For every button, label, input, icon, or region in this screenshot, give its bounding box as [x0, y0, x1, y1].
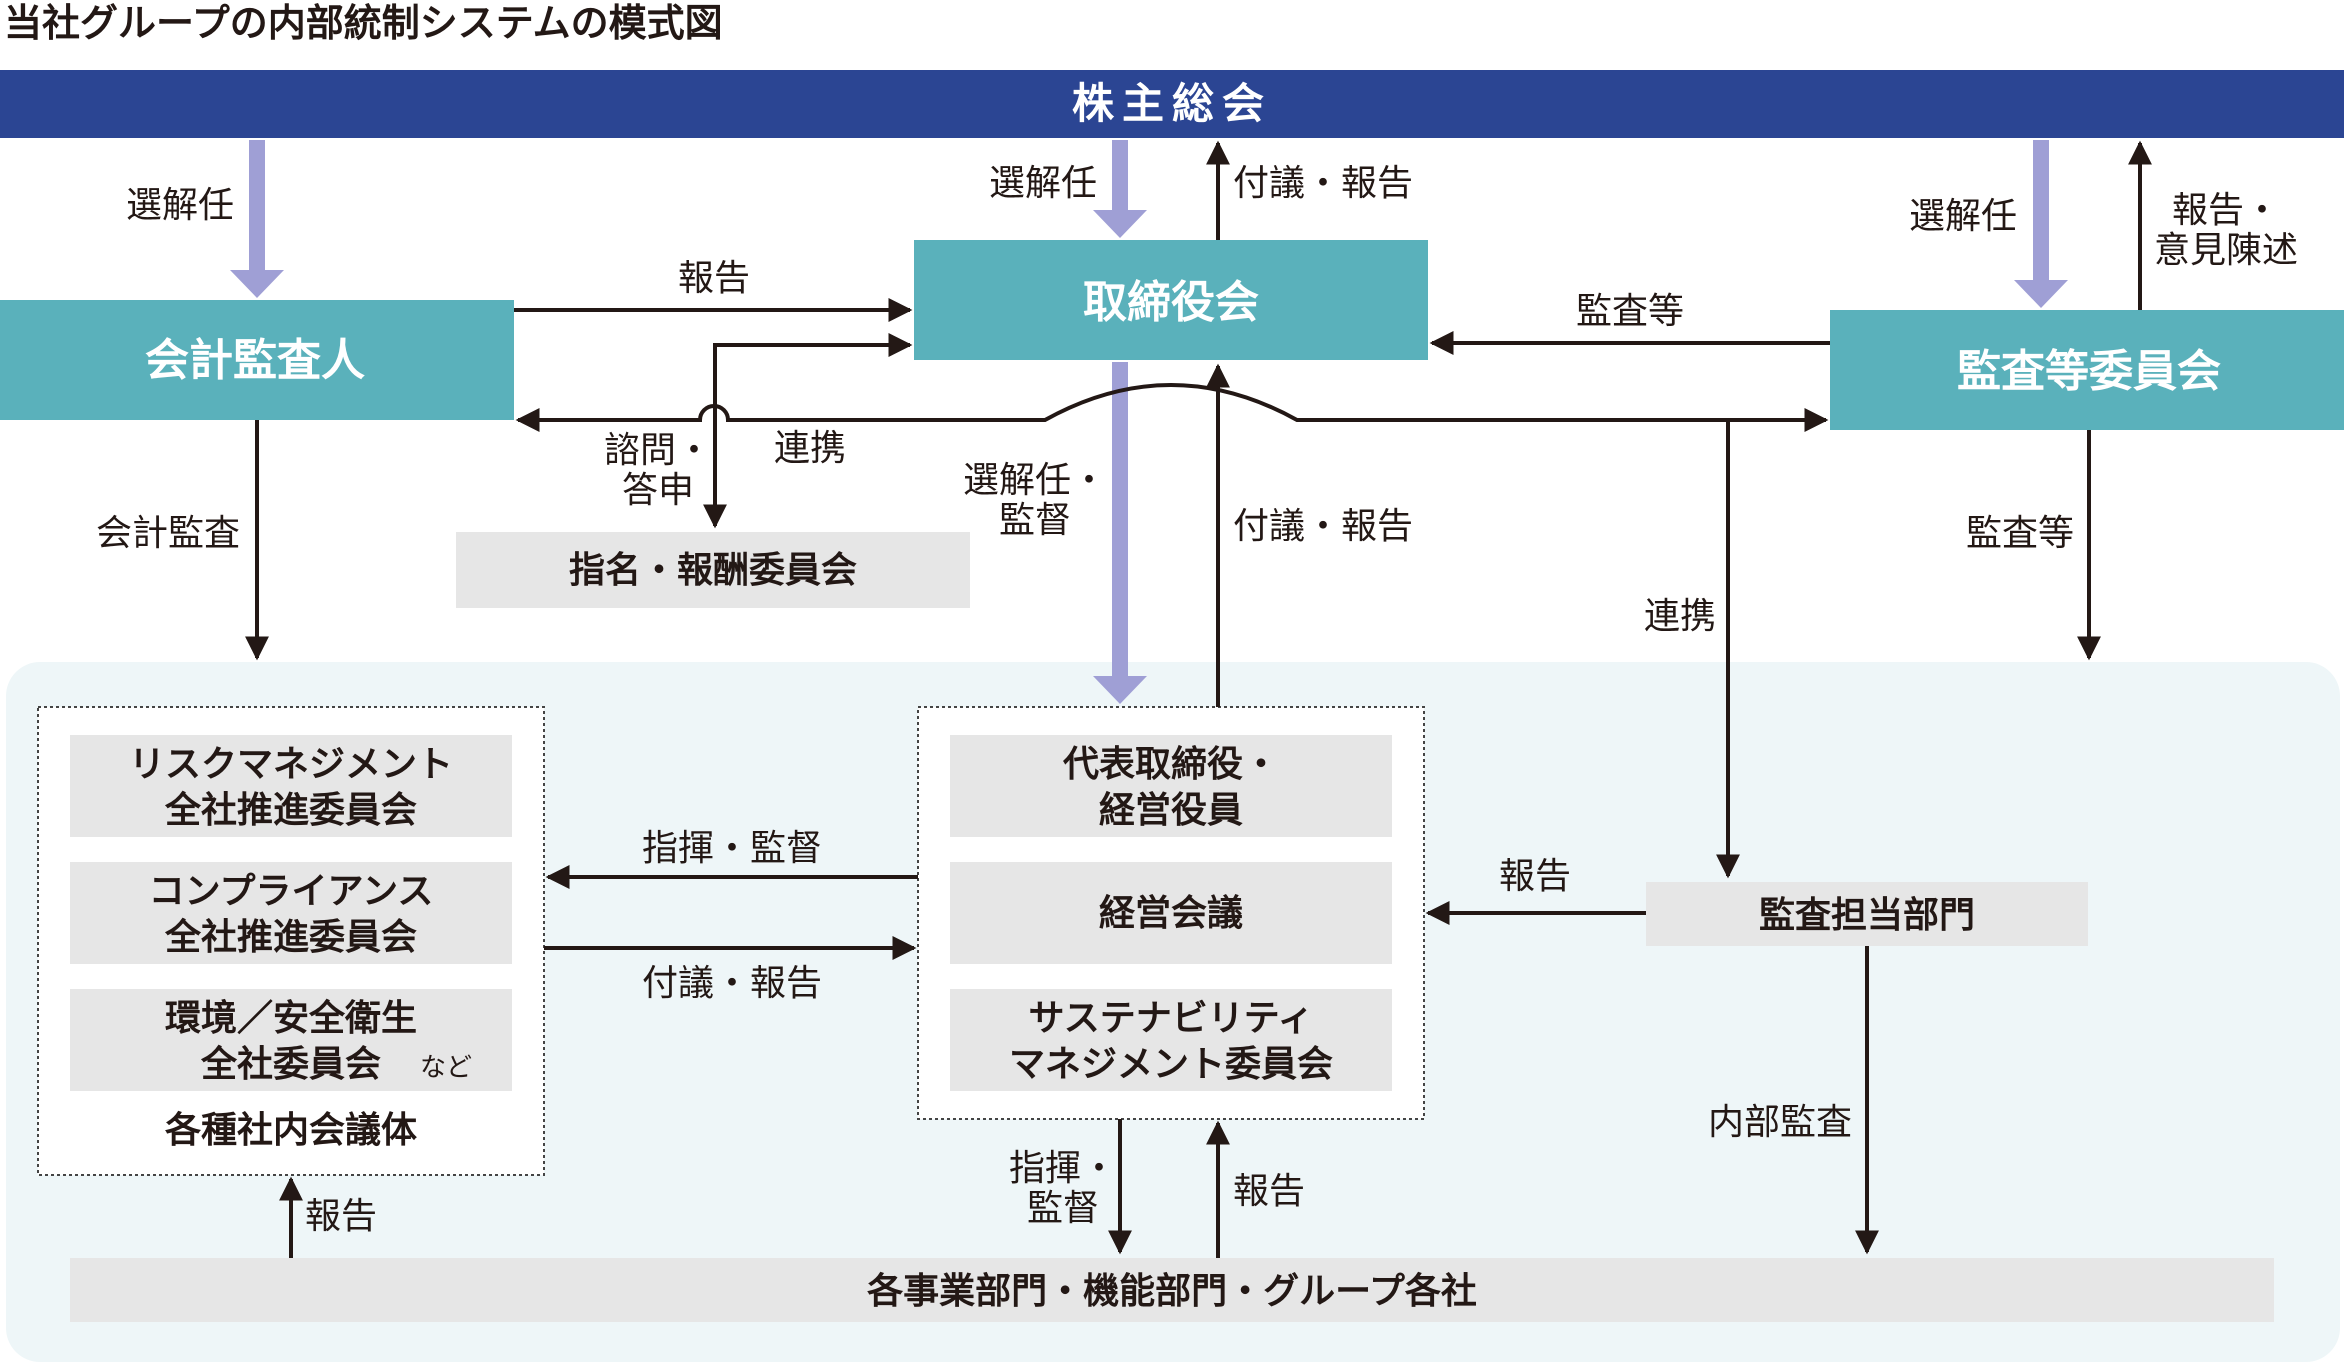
elect-audit-committee-arrowhead	[2014, 280, 2068, 308]
cooperation-line	[515, 383, 1829, 432]
cooperation-label-2: 連携	[1644, 596, 1716, 637]
internal-audit-label: 内部監査	[1708, 1102, 1852, 1143]
elect-auditor-label: 選解任	[126, 185, 234, 226]
auditor-box	[0, 300, 514, 420]
accounting-audit-label: 会計監査	[96, 513, 240, 554]
other-bodies-label: 各種社内会議体	[165, 1110, 417, 1151]
nomination-committee-box	[456, 532, 970, 608]
env-committee-line2: 全社委員会	[200, 1043, 381, 1085]
env-committee-box	[70, 989, 512, 1091]
internal-audit-dept-label: 監査担当部門	[1759, 895, 1975, 936]
management-meeting-label: 経営会議	[1099, 893, 1243, 934]
divisions-label: 各事業部門・機能部門・グループ各社	[867, 1271, 1477, 1312]
internal-audit-dept-box	[1646, 882, 2088, 946]
elect-board-label: 選解任	[989, 163, 1097, 204]
risk-committee-line2: 全社推進委員会	[164, 789, 417, 831]
shareholders-bar	[0, 70, 2344, 138]
propose-report-mid-label: 付議・報告	[1233, 506, 1413, 547]
compliance-committee-line2: 全社推進委員会	[164, 916, 417, 958]
nomination-committee-label: 指名・報酬委員会	[569, 550, 857, 591]
report-opinion-line1: 報告・	[2172, 190, 2280, 231]
elect-committee-label: 選解任	[1909, 196, 2017, 237]
shareholders-label: 株主総会	[1072, 79, 1272, 128]
diagram-title: 当社グループの内部統制システムの模式図	[4, 1, 723, 45]
compliance-committee-line1: コンプライアンス	[149, 871, 434, 912]
consult-line1: 諮問・	[604, 430, 712, 471]
propose-report-top-label: 付議・報告	[1233, 163, 1413, 204]
compliance-committee-box	[70, 862, 512, 964]
cooperation-label-1: 連携	[774, 428, 846, 469]
auditor-report-label: 報告	[678, 258, 750, 299]
audit-committee-box	[1830, 310, 2344, 430]
consult-reply-arrow	[703, 333, 913, 529]
report-bottom-label: 報告	[1233, 1171, 1305, 1212]
audit-committee-label: 監査等委員会	[1957, 346, 2221, 397]
ceo-line2: 経営役員	[1099, 790, 1243, 831]
elect-supervise-arrowhead	[1093, 676, 1147, 704]
env-committee-etc: など	[420, 1053, 472, 1083]
risk-committee-line1: リスクマネジメント	[129, 744, 453, 785]
command-down-line2: 監督	[1027, 1188, 1099, 1229]
elect-supervise-line1: 選解任・	[963, 460, 1107, 501]
sustainability-committee-line2: マネジメント委員会	[1009, 1044, 1333, 1085]
management-meeting-box	[950, 862, 1392, 964]
elect-auditor-arrowhead	[230, 270, 284, 298]
elect-board-arrowhead	[1093, 210, 1147, 238]
board-label: 取締役会	[1083, 277, 1259, 328]
command-down-line1: 指揮・	[1009, 1148, 1117, 1189]
env-committee-line1: 環境／安全衛生	[165, 997, 417, 1039]
command-left-label: 指揮・監督	[642, 828, 822, 869]
divisions-box	[70, 1258, 2274, 1322]
board-box	[914, 240, 1428, 360]
report-left-bottom-label: 報告	[305, 1196, 377, 1237]
audit-etc-down-label: 監査等	[1966, 513, 2074, 554]
ceo-line1: 代表取締役・	[1062, 744, 1279, 785]
ceo-box	[950, 735, 1392, 837]
elect-supervise-line2: 監督	[999, 500, 1071, 541]
consult-line2: 答申	[622, 470, 694, 511]
internal-report-label: 報告	[1499, 856, 1571, 897]
propose-report-left-label: 付議・報告	[642, 963, 822, 1004]
auditor-label: 会計監査人	[145, 335, 365, 386]
report-opinion-line2: 意見陳述	[2154, 230, 2298, 271]
risk-committee-box	[70, 735, 512, 837]
sustainability-committee-line1: サステナビリティ	[1028, 998, 1313, 1039]
sustainability-committee-box	[950, 989, 1392, 1091]
audit-etc-board-label: 監査等	[1576, 291, 1684, 332]
